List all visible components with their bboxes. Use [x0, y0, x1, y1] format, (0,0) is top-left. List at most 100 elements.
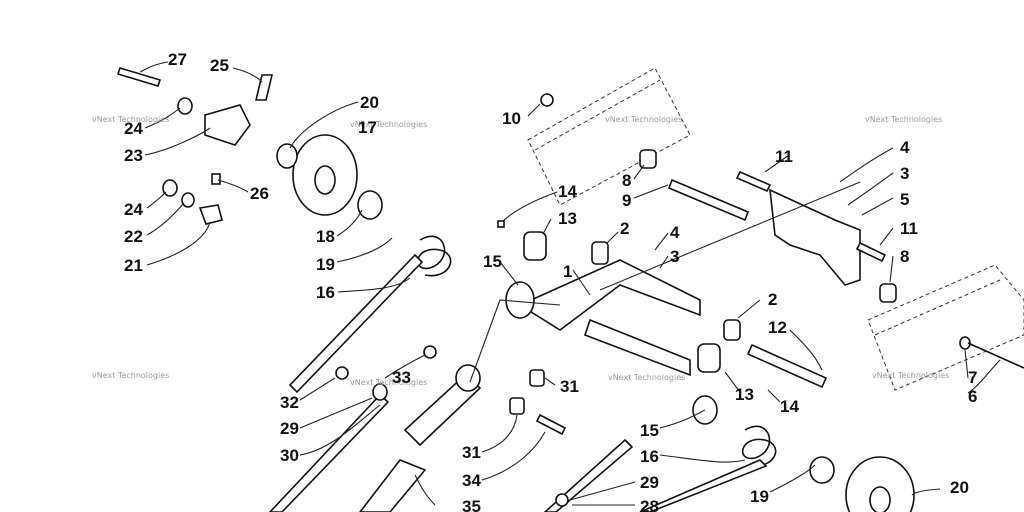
callout-9: 9 [622, 191, 631, 210]
parts-illustration [116, 67, 1024, 512]
callout-6: 6 [968, 387, 977, 406]
nut-24-upper [177, 97, 193, 115]
watermark: vNext Technologies [350, 120, 427, 129]
bearing-lower [809, 456, 835, 484]
callout-33: 33 [392, 368, 411, 387]
callout-24: 24 [124, 119, 143, 138]
bolt-34 [535, 413, 567, 436]
callout-11: 11 [900, 219, 918, 238]
callout-19: 19 [316, 255, 335, 274]
clip-14 [497, 220, 505, 228]
link-block-23 [204, 104, 251, 146]
callout-7: 7 [968, 368, 977, 387]
callout-31: 31 [462, 443, 481, 462]
callout-8: 8 [900, 247, 909, 266]
idler-wheel-lower [845, 456, 915, 512]
bolt-11-lower [855, 241, 887, 263]
callout-13: 13 [735, 385, 754, 404]
watermark: vNext Technologies [92, 371, 169, 380]
callout-21: 21 [124, 256, 143, 275]
bushing-13-upper [523, 231, 547, 261]
bushing-13-lower [697, 343, 721, 373]
idler-wheel-hub [314, 165, 336, 195]
bushing-2-upper [591, 241, 609, 265]
pivot-15-upper [505, 281, 535, 319]
spacer-31b [509, 397, 525, 415]
watermark: vNext Technologies [865, 115, 942, 124]
nut-24-lower [162, 179, 178, 197]
callout-20: 20 [360, 93, 379, 112]
rod-6 [967, 342, 1024, 369]
bushing-29 [372, 383, 388, 401]
spring-upper [416, 235, 452, 277]
callout-30: 30 [280, 446, 299, 465]
callout-14: 14 [558, 182, 577, 201]
right-rail [867, 264, 1024, 391]
callout-3: 3 [900, 164, 909, 183]
callout-27: 27 [168, 50, 187, 69]
washer-22 [181, 192, 195, 208]
callout-8: 8 [622, 171, 631, 190]
watermark: vNext Technologies [608, 373, 685, 382]
washer-7 [959, 336, 971, 350]
callout-16: 16 [316, 283, 335, 302]
callout-4: 4 [670, 223, 680, 242]
callout-10: 10 [502, 109, 521, 128]
bar-lower [543, 438, 634, 512]
callout-13: 13 [558, 209, 577, 228]
callout-11: 11 [775, 147, 793, 166]
bearing-18 [357, 190, 383, 220]
spacer-31 [529, 369, 545, 387]
shock-eye [455, 364, 481, 392]
callout-1: 1 [563, 262, 572, 281]
callout-31: 31 [560, 377, 579, 396]
callout-25: 25 [210, 56, 229, 75]
callout-29: 29 [280, 419, 299, 438]
shaft-9 [667, 178, 750, 222]
callout-28: 28 [640, 497, 659, 512]
callout-32: 32 [280, 393, 299, 412]
callout-14: 14 [780, 397, 799, 416]
nut-10 [540, 93, 554, 107]
nut-32 [335, 366, 349, 380]
crossbar-tube [583, 318, 691, 377]
shaft-12 [746, 343, 828, 389]
callout-24: 24 [124, 200, 143, 219]
idler-wheel-lower-hub [869, 486, 891, 512]
callout-2: 2 [768, 290, 777, 309]
bracket-part [769, 188, 861, 286]
callout-23: 23 [124, 146, 143, 165]
callout-17: 17 [358, 118, 377, 137]
watermarks: vNext Technologies vNext Technologies vN… [92, 115, 949, 387]
bolt-25 [254, 74, 274, 101]
callout-12: 12 [768, 318, 787, 337]
leader-lines [139, 61, 1001, 506]
shock-body [358, 459, 427, 512]
watermark: vNext Technologies [872, 371, 949, 380]
callout-18: 18 [316, 227, 335, 246]
callout-20: 20 [950, 478, 969, 497]
arm-16 [288, 253, 424, 394]
callout-26: 26 [250, 184, 269, 203]
set-screw-26 [211, 173, 221, 185]
callout-15: 15 [483, 252, 502, 271]
bolt-11-upper [735, 170, 772, 193]
callout-4: 4 [900, 138, 910, 157]
nut-28 [555, 493, 569, 507]
left-rail [527, 67, 691, 206]
callout-22: 22 [124, 227, 143, 246]
bushing-21 [198, 204, 223, 225]
part-callouts: 27 25 20 17 24 23 26 24 22 21 18 19 16 1… [124, 50, 977, 512]
shock-35 [403, 373, 482, 447]
watermark: vNext Technologies [605, 115, 682, 124]
callout-2: 2 [620, 219, 629, 238]
bushing-8-lower [879, 283, 897, 303]
callout-16: 16 [640, 447, 659, 466]
callout-5: 5 [900, 190, 909, 209]
bushing-8-upper [639, 149, 657, 169]
callout-15: 15 [640, 421, 659, 440]
callout-29: 29 [640, 473, 659, 492]
spacer-20 [276, 143, 298, 169]
callout-19: 19 [750, 487, 769, 506]
